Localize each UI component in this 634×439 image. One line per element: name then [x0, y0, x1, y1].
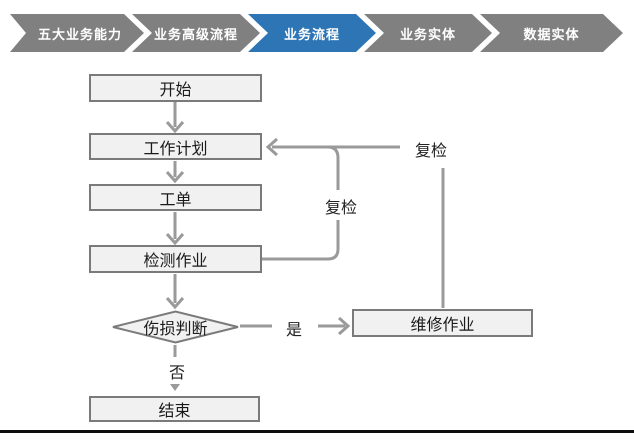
nav-item-business-entity[interactable]: 业务实体 [364, 14, 492, 52]
node-label: 维修作业 [410, 317, 475, 334]
edge-label-no: 否 [168, 365, 185, 382]
node-damage-decision: 伤损判断 [111, 310, 240, 344]
arrowhead-down-icon [165, 297, 185, 310]
line-inner-loop-upper [320, 145, 340, 190]
nav-item-data-entity[interactable]: 数据实体 [480, 14, 623, 52]
nav-item-five-capabilities[interactable]: 五大业务能力 [16, 14, 144, 52]
breadcrumb: 五大业务能力 业务高级流程 业务流程 业务实体 数据实体 [10, 14, 623, 52]
arrowhead-right-icon [338, 316, 351, 336]
line-inner-loop-lower [262, 220, 340, 261]
node-start: 开始 [89, 74, 262, 102]
nav-item-label: 五大业务能力 [37, 26, 122, 42]
node-inspection: 检测作业 [89, 245, 262, 273]
nav-item-label: 数据实体 [523, 26, 580, 42]
nav-item-label: 业务实体 [399, 26, 456, 42]
node-work-order: 工单 [89, 184, 262, 211]
arrowhead-left-icon [265, 137, 278, 157]
node-label: 工单 [159, 191, 192, 209]
node-label: 结束 [158, 403, 191, 420]
node-label: 检测作业 [143, 253, 208, 270]
node-label: 工作计划 [143, 140, 208, 158]
diamond-shape-icon [112, 310, 239, 344]
arrowhead-down-icon [165, 171, 185, 184]
node-work-plan: 工作计划 [89, 133, 262, 160]
edge-label-recheck-outer: 复检 [414, 143, 447, 160]
bottom-divider [0, 430, 634, 433]
nav-item-label: 业务高级流程 [153, 26, 238, 42]
nav-item-business-process-active[interactable]: 业务流程 [248, 14, 376, 52]
node-label: 伤损判断 [143, 321, 208, 338]
edge-label-recheck-inner: 复检 [324, 200, 357, 217]
arrowhead-down-icon [165, 121, 185, 134]
arrowhead-down-icon [165, 233, 185, 246]
node-repair: 维修作业 [352, 309, 533, 337]
node-end: 结束 [89, 396, 260, 422]
arrowhead-small-down-icon [170, 384, 180, 391]
nav-item-label: 业务流程 [283, 26, 340, 42]
nav-item-advanced-process[interactable]: 业务高级流程 [132, 14, 260, 52]
node-label: 开始 [159, 82, 192, 99]
edge-label-yes: 是 [285, 322, 302, 339]
